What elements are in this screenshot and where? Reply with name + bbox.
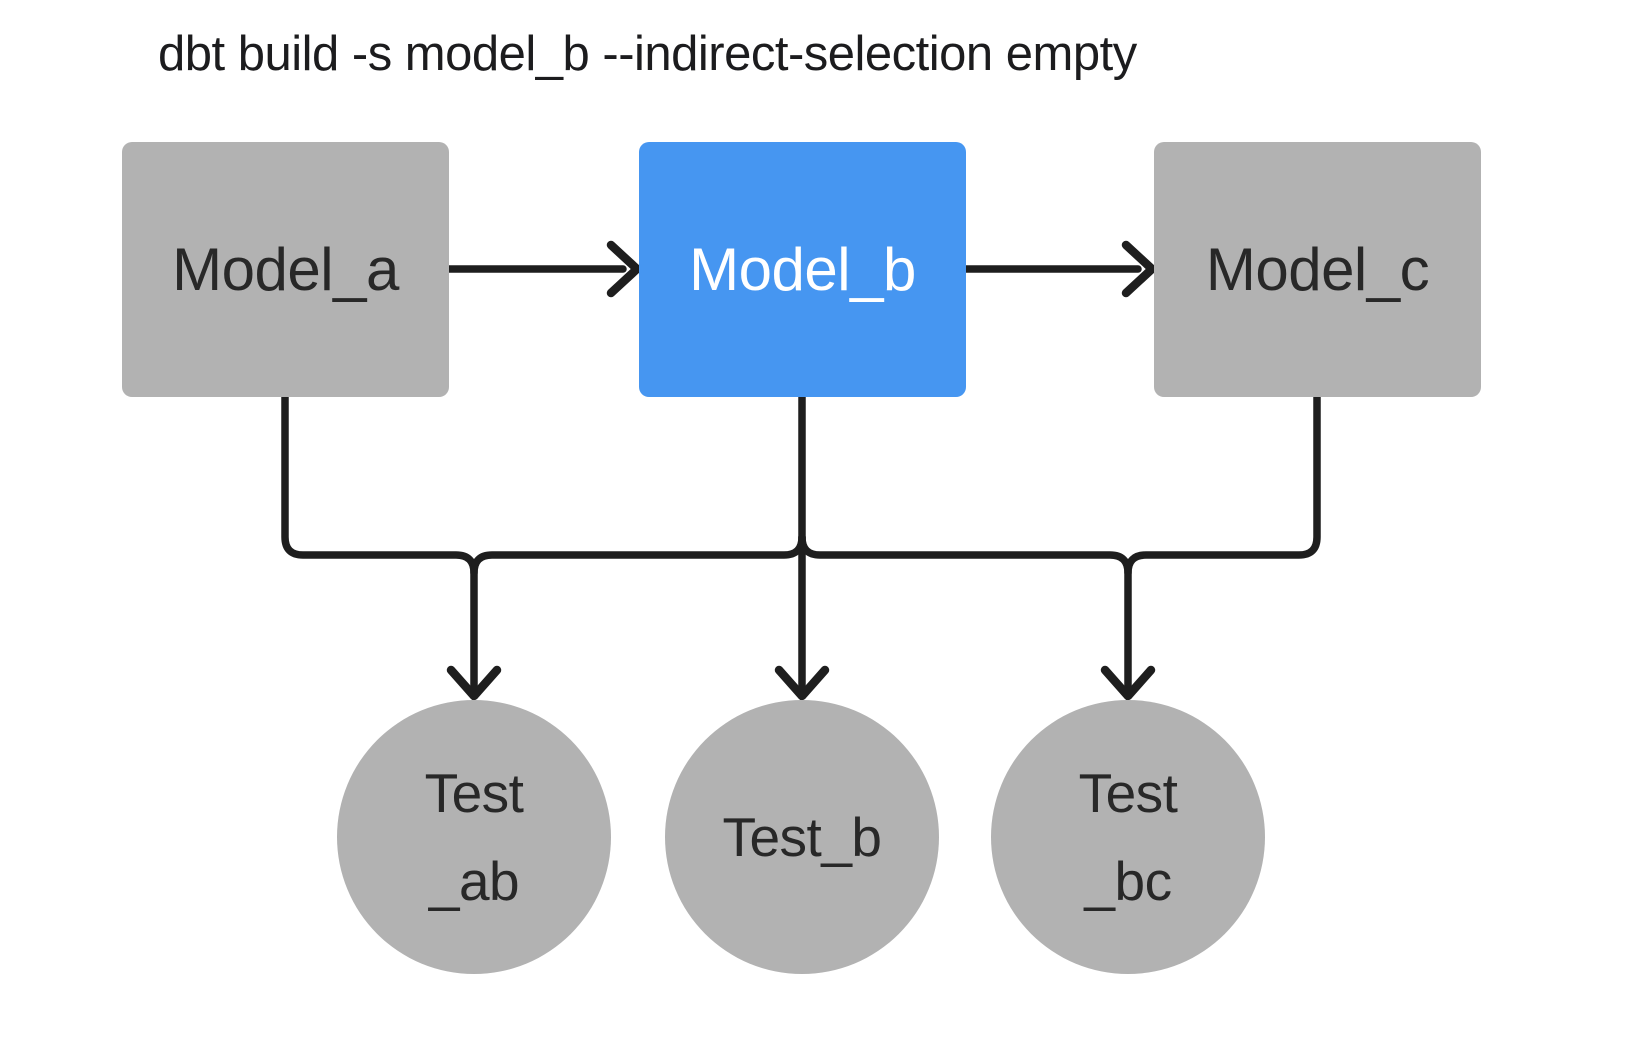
node-model-c-label: Model_c: [1205, 236, 1430, 303]
node-test-ab-label-line2: _ab: [428, 850, 520, 912]
node-model-a: Model_a: [122, 142, 449, 397]
node-model-a-label: Model_a: [172, 236, 399, 303]
node-model-c: Model_c: [1154, 142, 1481, 397]
node-test-b-label: Test_b: [722, 806, 882, 868]
arrowhead-model_b-icon: [606, 240, 642, 298]
arrowhead-test_ab-icon: [446, 665, 502, 701]
node-model-b-label: Model_b: [689, 236, 916, 303]
diagram-title: dbt build -s model_b --indirect-selectio…: [158, 27, 1137, 81]
edge-model_c-test_bc: [1124, 393, 1321, 696]
node-test-ab-label-line1: Test: [424, 762, 524, 824]
node-test-bc: Test _bc: [991, 700, 1265, 974]
arrowhead-test_b-icon: [774, 665, 830, 701]
node-test-bc-label-line2: _bc: [1084, 850, 1172, 912]
edge-model_b-test_bc: [798, 533, 1132, 577]
edge-model_a-test_ab: [281, 393, 478, 696]
node-test-b: Test_b: [665, 700, 939, 974]
arrowhead-test_bc-icon: [1100, 665, 1156, 701]
node-test-bc-label-line1: Test: [1078, 762, 1178, 824]
edge-model_b-test_ab: [470, 533, 806, 577]
arrowhead-model_c-icon: [1121, 240, 1157, 298]
node-model-b-selected: Model_b: [639, 142, 966, 397]
node-test-ab: Test _ab: [337, 700, 611, 974]
